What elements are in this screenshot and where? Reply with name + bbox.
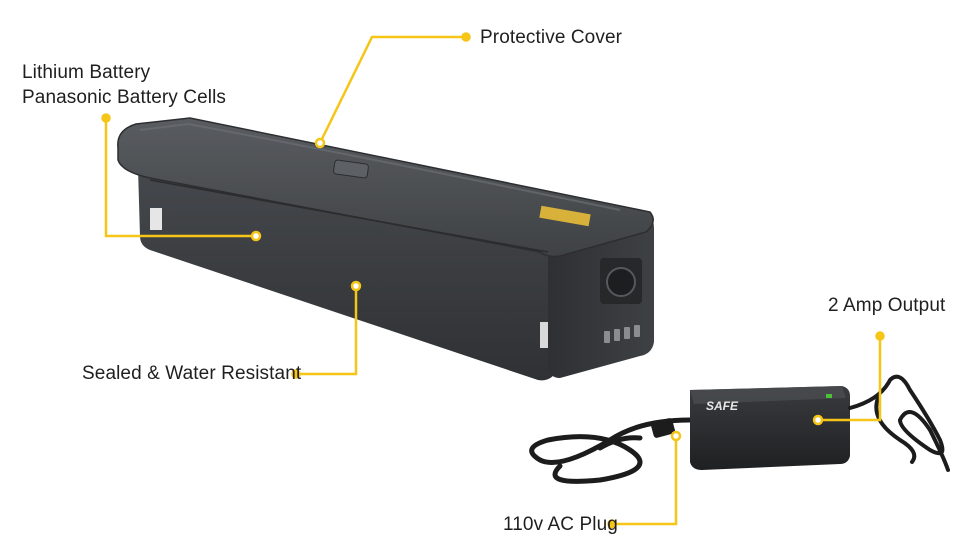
callout-dot-lithium-a <box>101 113 111 123</box>
battery-connector-icon <box>606 267 636 297</box>
side-sticker <box>150 208 162 230</box>
battery-body <box>138 168 556 381</box>
ac-cord <box>529 417 693 484</box>
label-lithium-line: Lithium Battery <box>22 62 151 83</box>
label-protective-cover: Protective Cover <box>480 27 623 48</box>
callout-line-lithium <box>104 118 256 238</box>
end-sticker <box>540 322 548 348</box>
label-sealed-water-resistant: Sealed & Water Resistant <box>82 363 302 384</box>
callout-dots <box>101 32 885 529</box>
label-lithium-battery: Lithium Battery Panasonic Battery Cells <box>22 60 226 110</box>
callout-line-plug <box>612 436 678 526</box>
callout-line-cover <box>318 35 466 144</box>
latch-button <box>333 159 369 179</box>
label-panasonic-line: Panasonic Battery Cells <box>22 87 227 108</box>
callout-dot-sealed-a <box>291 369 301 379</box>
dc-cable <box>848 374 950 472</box>
charger-body <box>690 386 850 470</box>
battery-image <box>117 117 654 381</box>
callout-dot-plug-a <box>607 519 617 529</box>
callout-dot-amp-a <box>875 331 885 341</box>
ac-plug-icon <box>650 418 676 438</box>
charger-image: SAFE <box>529 374 950 484</box>
callout-dot-plug-b <box>670 430 682 442</box>
callout-dot-cover-a <box>461 32 471 42</box>
callout-line-amp <box>818 336 882 422</box>
callout-dot-amp-b <box>812 414 824 426</box>
charger-brand-logo: SAFE <box>706 399 739 413</box>
label-amp-output: 2 Amp Output <box>828 295 946 316</box>
warning-sticker <box>539 205 591 227</box>
callout-dot-cover-b <box>314 137 326 149</box>
charger-led-icon <box>826 394 832 398</box>
callout-dot-sealed-b <box>350 280 362 292</box>
label-ac-plug: 110v AC Plug <box>503 514 618 535</box>
battery-cover <box>117 117 654 258</box>
battery-level-indicator <box>604 325 640 343</box>
callout-dot-lithium-b <box>250 230 262 242</box>
callouts <box>104 35 882 526</box>
callout-line-sealed <box>296 286 358 376</box>
